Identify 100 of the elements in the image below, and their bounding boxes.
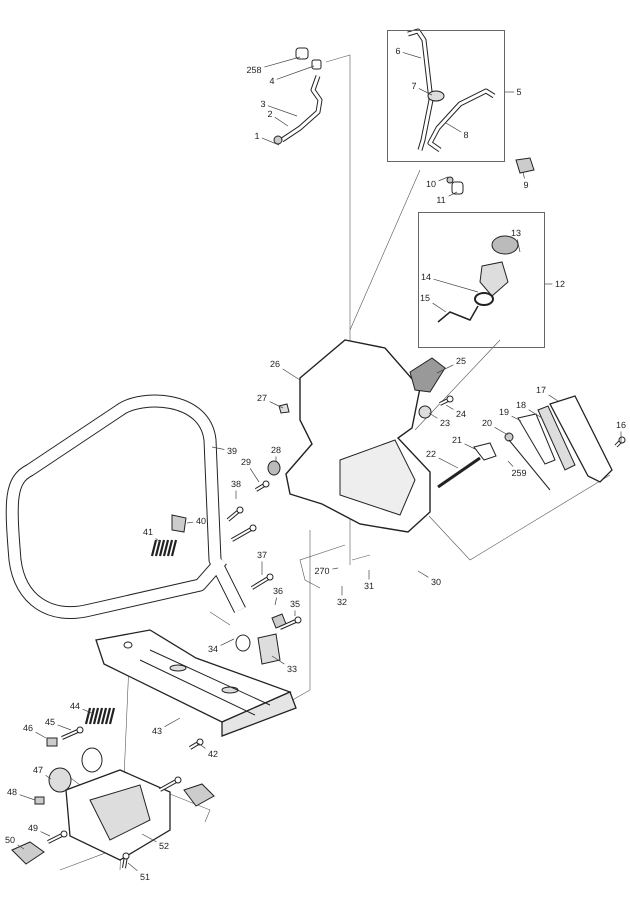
callout-number: 42 bbox=[206, 748, 220, 760]
leader-line bbox=[428, 412, 438, 419]
leader-line bbox=[418, 88, 432, 96]
leader-line bbox=[436, 364, 454, 374]
callout-number: 14 bbox=[419, 272, 433, 282]
leader-line bbox=[274, 116, 288, 126]
callout-number: 34 bbox=[206, 644, 220, 654]
callout-number: 30 bbox=[429, 576, 443, 588]
callout-number: 28 bbox=[269, 444, 283, 456]
leader-line bbox=[282, 368, 300, 380]
leader-line bbox=[368, 570, 370, 580]
callout-number: 18 bbox=[514, 400, 528, 410]
callout-number: 13 bbox=[509, 228, 523, 238]
leader-line bbox=[186, 522, 194, 524]
leader-line bbox=[528, 409, 542, 418]
callout-number: 35 bbox=[288, 598, 302, 610]
leader-line bbox=[82, 708, 94, 714]
leader-line bbox=[276, 66, 314, 80]
leader-line bbox=[508, 460, 514, 467]
leader-line bbox=[494, 427, 508, 436]
callout-number: 37 bbox=[255, 550, 269, 560]
leader-line bbox=[19, 794, 36, 800]
callout-number: 39 bbox=[225, 446, 239, 456]
leader-line bbox=[464, 443, 478, 450]
callout-number: 17 bbox=[534, 384, 548, 396]
callout-number: 22 bbox=[424, 448, 438, 460]
group-frame bbox=[418, 212, 545, 348]
callout-number: 46 bbox=[21, 722, 35, 734]
callout-number: 19 bbox=[497, 406, 511, 418]
leader-line bbox=[198, 742, 206, 749]
leader-line bbox=[448, 192, 458, 197]
leader-line bbox=[294, 610, 296, 616]
callout-number: 27 bbox=[255, 392, 269, 404]
leader-line bbox=[418, 570, 429, 578]
leader-line bbox=[402, 52, 422, 58]
callout-number: 41 bbox=[141, 526, 155, 538]
callout-number: 12 bbox=[553, 278, 567, 290]
callout-number: 47 bbox=[31, 764, 45, 776]
leader-line bbox=[128, 862, 138, 872]
leader-line bbox=[35, 732, 46, 738]
callout-number: 50 bbox=[3, 834, 17, 846]
leader-line bbox=[220, 638, 234, 646]
callout-number: 51 bbox=[138, 872, 152, 882]
callout-number: 9 bbox=[522, 180, 530, 190]
leader-line bbox=[17, 844, 24, 850]
group-frame bbox=[387, 30, 505, 162]
leader-line bbox=[511, 416, 522, 422]
callout-number: 43 bbox=[150, 726, 164, 736]
leader-line bbox=[517, 239, 520, 252]
callout-number: 5 bbox=[515, 86, 523, 98]
callout-number: 29 bbox=[239, 456, 253, 468]
callout-number: 44 bbox=[68, 700, 82, 712]
leader-line bbox=[522, 172, 525, 179]
callout-number: 32 bbox=[335, 596, 349, 608]
callout-number: 49 bbox=[26, 822, 40, 834]
callout-number: 21 bbox=[450, 434, 464, 446]
callout-number: 270 bbox=[312, 566, 332, 576]
leader-line bbox=[272, 656, 285, 664]
callout-number: 259 bbox=[510, 468, 528, 478]
callout-number: 3 bbox=[259, 98, 267, 110]
leader-line bbox=[212, 446, 225, 450]
leader-line bbox=[438, 176, 448, 182]
leader-line bbox=[269, 401, 284, 408]
leader-line bbox=[164, 718, 180, 728]
leader-line bbox=[155, 538, 160, 542]
leader-line bbox=[433, 278, 478, 292]
leader-line bbox=[274, 597, 277, 606]
callout-number: 258 bbox=[244, 64, 264, 76]
callout-number: 38 bbox=[229, 478, 243, 490]
callout-number: 2 bbox=[266, 108, 274, 120]
leader-line bbox=[620, 431, 622, 444]
leader-line bbox=[264, 56, 300, 68]
callout-number: 8 bbox=[462, 130, 470, 140]
callout-number: 52 bbox=[157, 840, 171, 852]
callout-number: 48 bbox=[5, 786, 19, 798]
leader-line bbox=[446, 122, 462, 132]
callout-number: 16 bbox=[614, 420, 628, 430]
callout-number: 31 bbox=[362, 580, 376, 592]
callout-number: 20 bbox=[480, 418, 494, 428]
leader-line bbox=[267, 105, 298, 116]
callout-number: 25 bbox=[454, 356, 468, 366]
leader-line bbox=[446, 404, 454, 410]
leader-line bbox=[40, 831, 50, 836]
leader-line bbox=[432, 302, 446, 312]
callout-number: 1 bbox=[253, 130, 261, 142]
leader-line bbox=[438, 458, 458, 468]
callout-number: 26 bbox=[268, 358, 282, 370]
leader-line bbox=[261, 138, 280, 146]
leader-line bbox=[548, 394, 558, 402]
callout-number: 45 bbox=[43, 716, 57, 728]
callout-number: 10 bbox=[424, 178, 438, 190]
callout-number: 6 bbox=[394, 46, 402, 56]
leader-line bbox=[250, 468, 260, 482]
callout-number: 33 bbox=[285, 664, 299, 674]
leader-line bbox=[45, 774, 52, 780]
callout-number: 11 bbox=[434, 194, 448, 206]
callout-number: 36 bbox=[271, 586, 285, 596]
callout-number: 40 bbox=[194, 516, 208, 526]
callout-number: 7 bbox=[410, 80, 418, 92]
leader-line bbox=[57, 724, 72, 730]
